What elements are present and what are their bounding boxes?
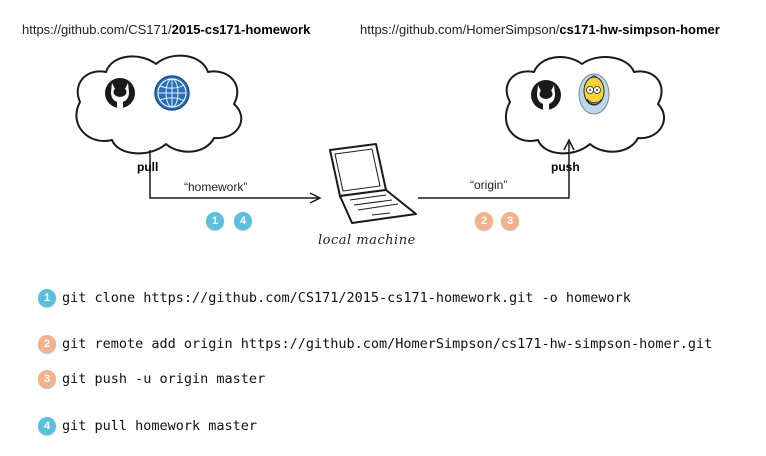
laptop-icon <box>329 143 417 224</box>
origin-remote-label: “origin” <box>470 178 508 192</box>
push-connector-line <box>418 142 570 199</box>
left-repo-url: https://github.com/CS171/2015-cs171-home… <box>22 22 310 37</box>
step-badge-1: 1 <box>206 212 224 230</box>
right-repo-name: cs171-hw-simpson-homer <box>559 22 720 37</box>
step-badge-4: 4 <box>234 212 252 230</box>
homework-remote-label: “homework” <box>184 180 248 194</box>
command-git-clone: git clone https://github.com/CS171/2015-… <box>62 290 631 306</box>
github-octocat-icon <box>105 78 135 108</box>
pull-connector-line <box>149 150 318 199</box>
command-badge-3: 3 <box>38 370 56 388</box>
right-repo-url-prefix: https://github.com/HomerSimpson/ <box>360 22 560 37</box>
globe-icon <box>154 75 190 111</box>
step-badge-2: 2 <box>475 212 493 230</box>
command-git-pull: git pull homework master <box>62 418 258 434</box>
command-badge-4: 4 <box>38 417 56 435</box>
right-repo-url: https://github.com/HomerSimpson/cs171-hw… <box>360 22 720 37</box>
push-arrowhead <box>563 138 575 151</box>
command-badge-1: 1 <box>38 289 56 307</box>
left-repo-name: 2015-cs171-homework <box>171 22 311 37</box>
pull-label: pull <box>137 160 159 174</box>
command-badge-2: 2 <box>38 335 56 353</box>
command-git-remote-add: git remote add origin https://github.com… <box>62 336 713 352</box>
push-label: push <box>551 160 580 174</box>
step-badge-3: 3 <box>501 212 519 230</box>
left-repo-url-prefix: https://github.com/CS171/ <box>22 22 172 37</box>
homer-avatar-icon <box>578 73 610 115</box>
command-git-push: git push -u origin master <box>62 371 266 387</box>
local-machine-label: local machine <box>318 233 416 248</box>
pull-arrowhead <box>309 192 322 204</box>
github-octocat-icon <box>531 80 561 110</box>
